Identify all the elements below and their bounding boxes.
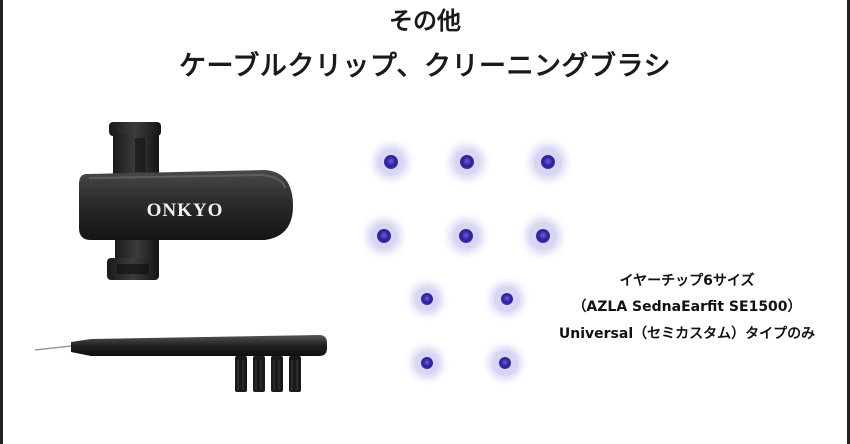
eartip xyxy=(480,338,530,388)
eartip xyxy=(358,210,410,262)
eartip xyxy=(441,136,493,188)
eartip-caption-note: Universal（セミカスタム）タイプのみ xyxy=(558,326,816,342)
eartip xyxy=(516,209,570,263)
section-subtitle: ケーブルクリップ、クリーニングブラシ xyxy=(178,51,672,82)
section-title: その他 xyxy=(389,7,461,35)
eartips-image xyxy=(358,135,575,388)
clip-brand-logo: ONKYO xyxy=(147,200,224,221)
eartip xyxy=(482,274,532,324)
eartip xyxy=(440,210,492,262)
cleaning-brush-image xyxy=(34,335,327,392)
eartip xyxy=(403,339,451,387)
eartip xyxy=(521,135,575,189)
eartip-caption-sizes: イヤーチップ6サイズ xyxy=(619,273,755,289)
eartip xyxy=(365,136,417,188)
eartip-caption-model: （AZLA SednaEarfit SE1500） xyxy=(572,299,802,315)
cable-clip-image: ONKYO xyxy=(79,122,293,280)
eartip xyxy=(403,275,451,323)
